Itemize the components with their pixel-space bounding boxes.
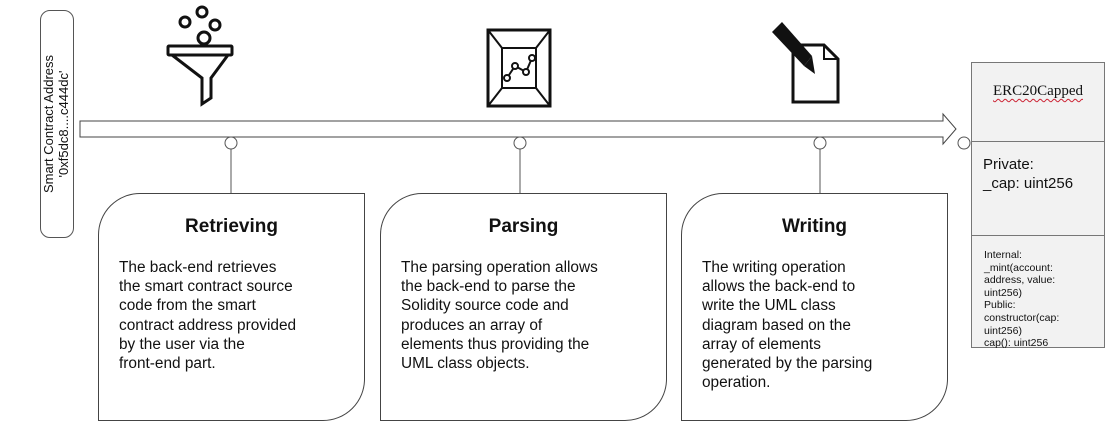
step-title-retrieving: Retrieving [185,216,278,237]
step-description-retrieving: The back-end retrieves the smart contrac… [119,259,297,373]
connector-writing [813,136,827,194]
pencil-document-icon [772,22,840,104]
connector-uml [957,136,971,150]
timeline-arrow [79,112,957,146]
uml-private-section: Private: _cap: uint256 [972,141,1104,236]
contract-address-box: Smart Contract Address '0xf5dc8....c444d… [40,10,74,238]
step-card-retrieving: Retrieving The back-end retrieves the sm… [98,193,365,421]
uml-class-name: ERC20Capped [993,83,1083,99]
chart-box-icon [486,28,552,108]
connector-parsing [513,136,527,194]
step-card-parsing: Parsing The parsing operation allows the… [380,193,667,421]
uml-class-header: ERC20Capped [972,63,1104,142]
funnel-icon [166,5,234,107]
step-title-writing: Writing [781,216,848,237]
step-description-parsing: The parsing operation allows the back-en… [401,259,598,373]
uml-private-members: Private: _cap: uint256 [983,156,1074,192]
uml-class-box: ERC20Capped Private: _cap: uint256 Inter… [971,62,1105,350]
step-title-parsing: Parsing [488,216,559,237]
connector-retrieving [224,136,238,194]
uml-methods-section: Internal: _mint(account: address, value:… [984,249,1060,350]
step-description-writing: The writing operation allows the back-en… [702,259,873,392]
step-card-writing: Writing The writing operation allows the… [681,193,948,421]
